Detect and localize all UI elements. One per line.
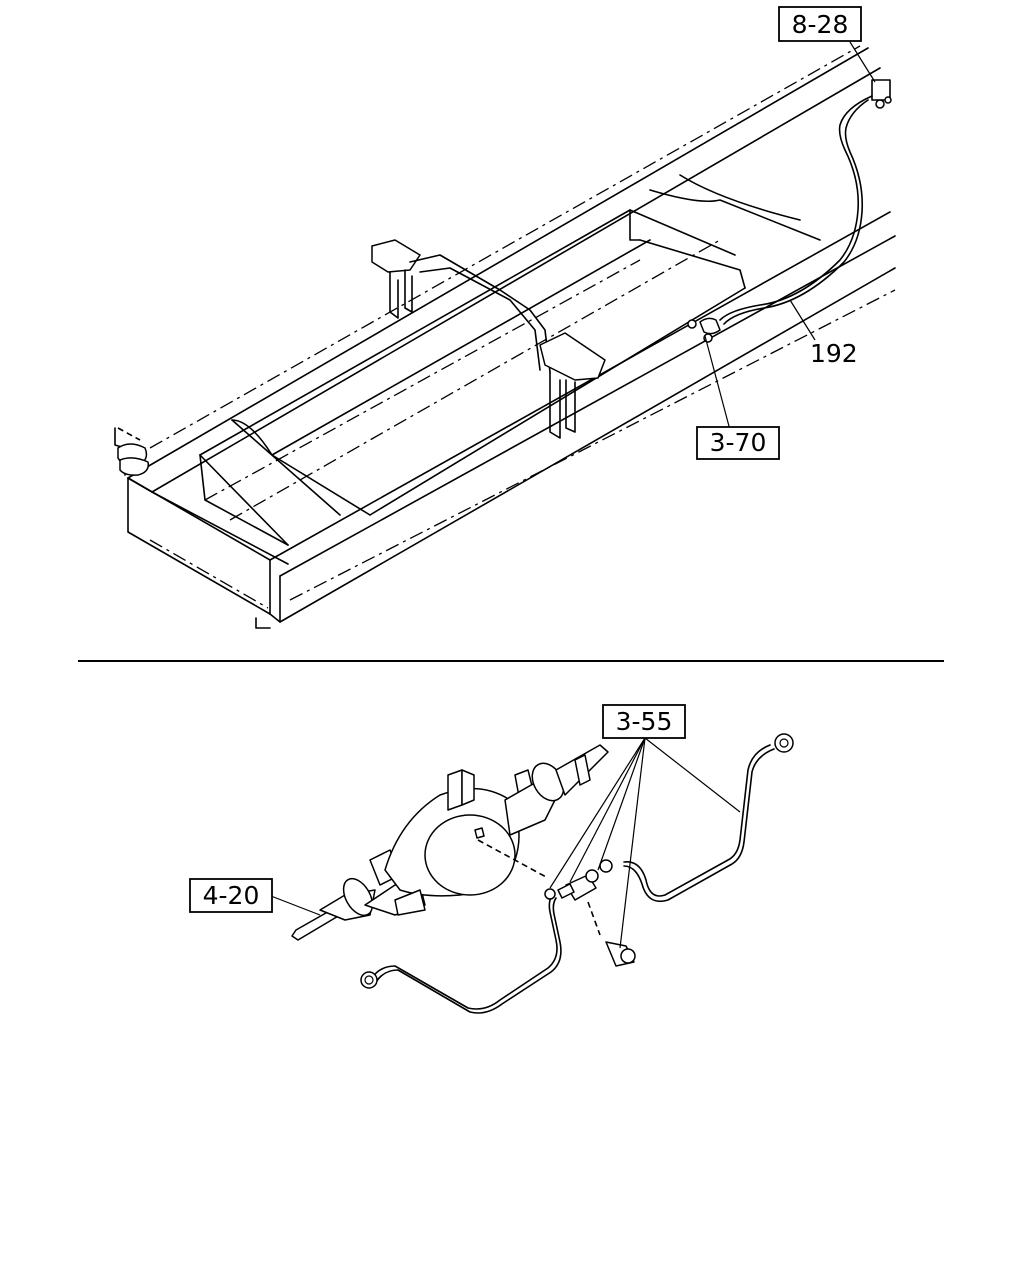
brake-lines bbox=[360, 733, 794, 1014]
rear-axle bbox=[291, 744, 609, 941]
callout-8-28-label: 8-28 bbox=[792, 10, 849, 39]
callout-4-20-label: 4-20 bbox=[203, 881, 260, 910]
callout-3-70: 3-70 bbox=[696, 426, 780, 460]
top-leaders bbox=[704, 41, 876, 431]
callout-3-70-label: 3-70 bbox=[710, 428, 767, 457]
callout-8-28-box bbox=[778, 6, 862, 42]
chassis-frame bbox=[127, 45, 896, 629]
bottom-leaders bbox=[270, 737, 741, 949]
frame-bracket bbox=[371, 239, 606, 439]
callout-3-70-box bbox=[696, 426, 780, 460]
callout-4-20: 4-20 bbox=[189, 878, 273, 913]
callout-3-55-box bbox=[602, 704, 686, 739]
callout-3-55-label: 3-55 bbox=[616, 707, 673, 736]
callout-192-label: 192 bbox=[810, 339, 858, 368]
tow-hitch bbox=[114, 427, 150, 476]
callout-4-20-box bbox=[189, 878, 273, 913]
callout-8-28: 8-28 bbox=[778, 6, 862, 42]
sensor-harness bbox=[687, 79, 892, 343]
callout-3-55: 3-55 bbox=[602, 704, 686, 739]
